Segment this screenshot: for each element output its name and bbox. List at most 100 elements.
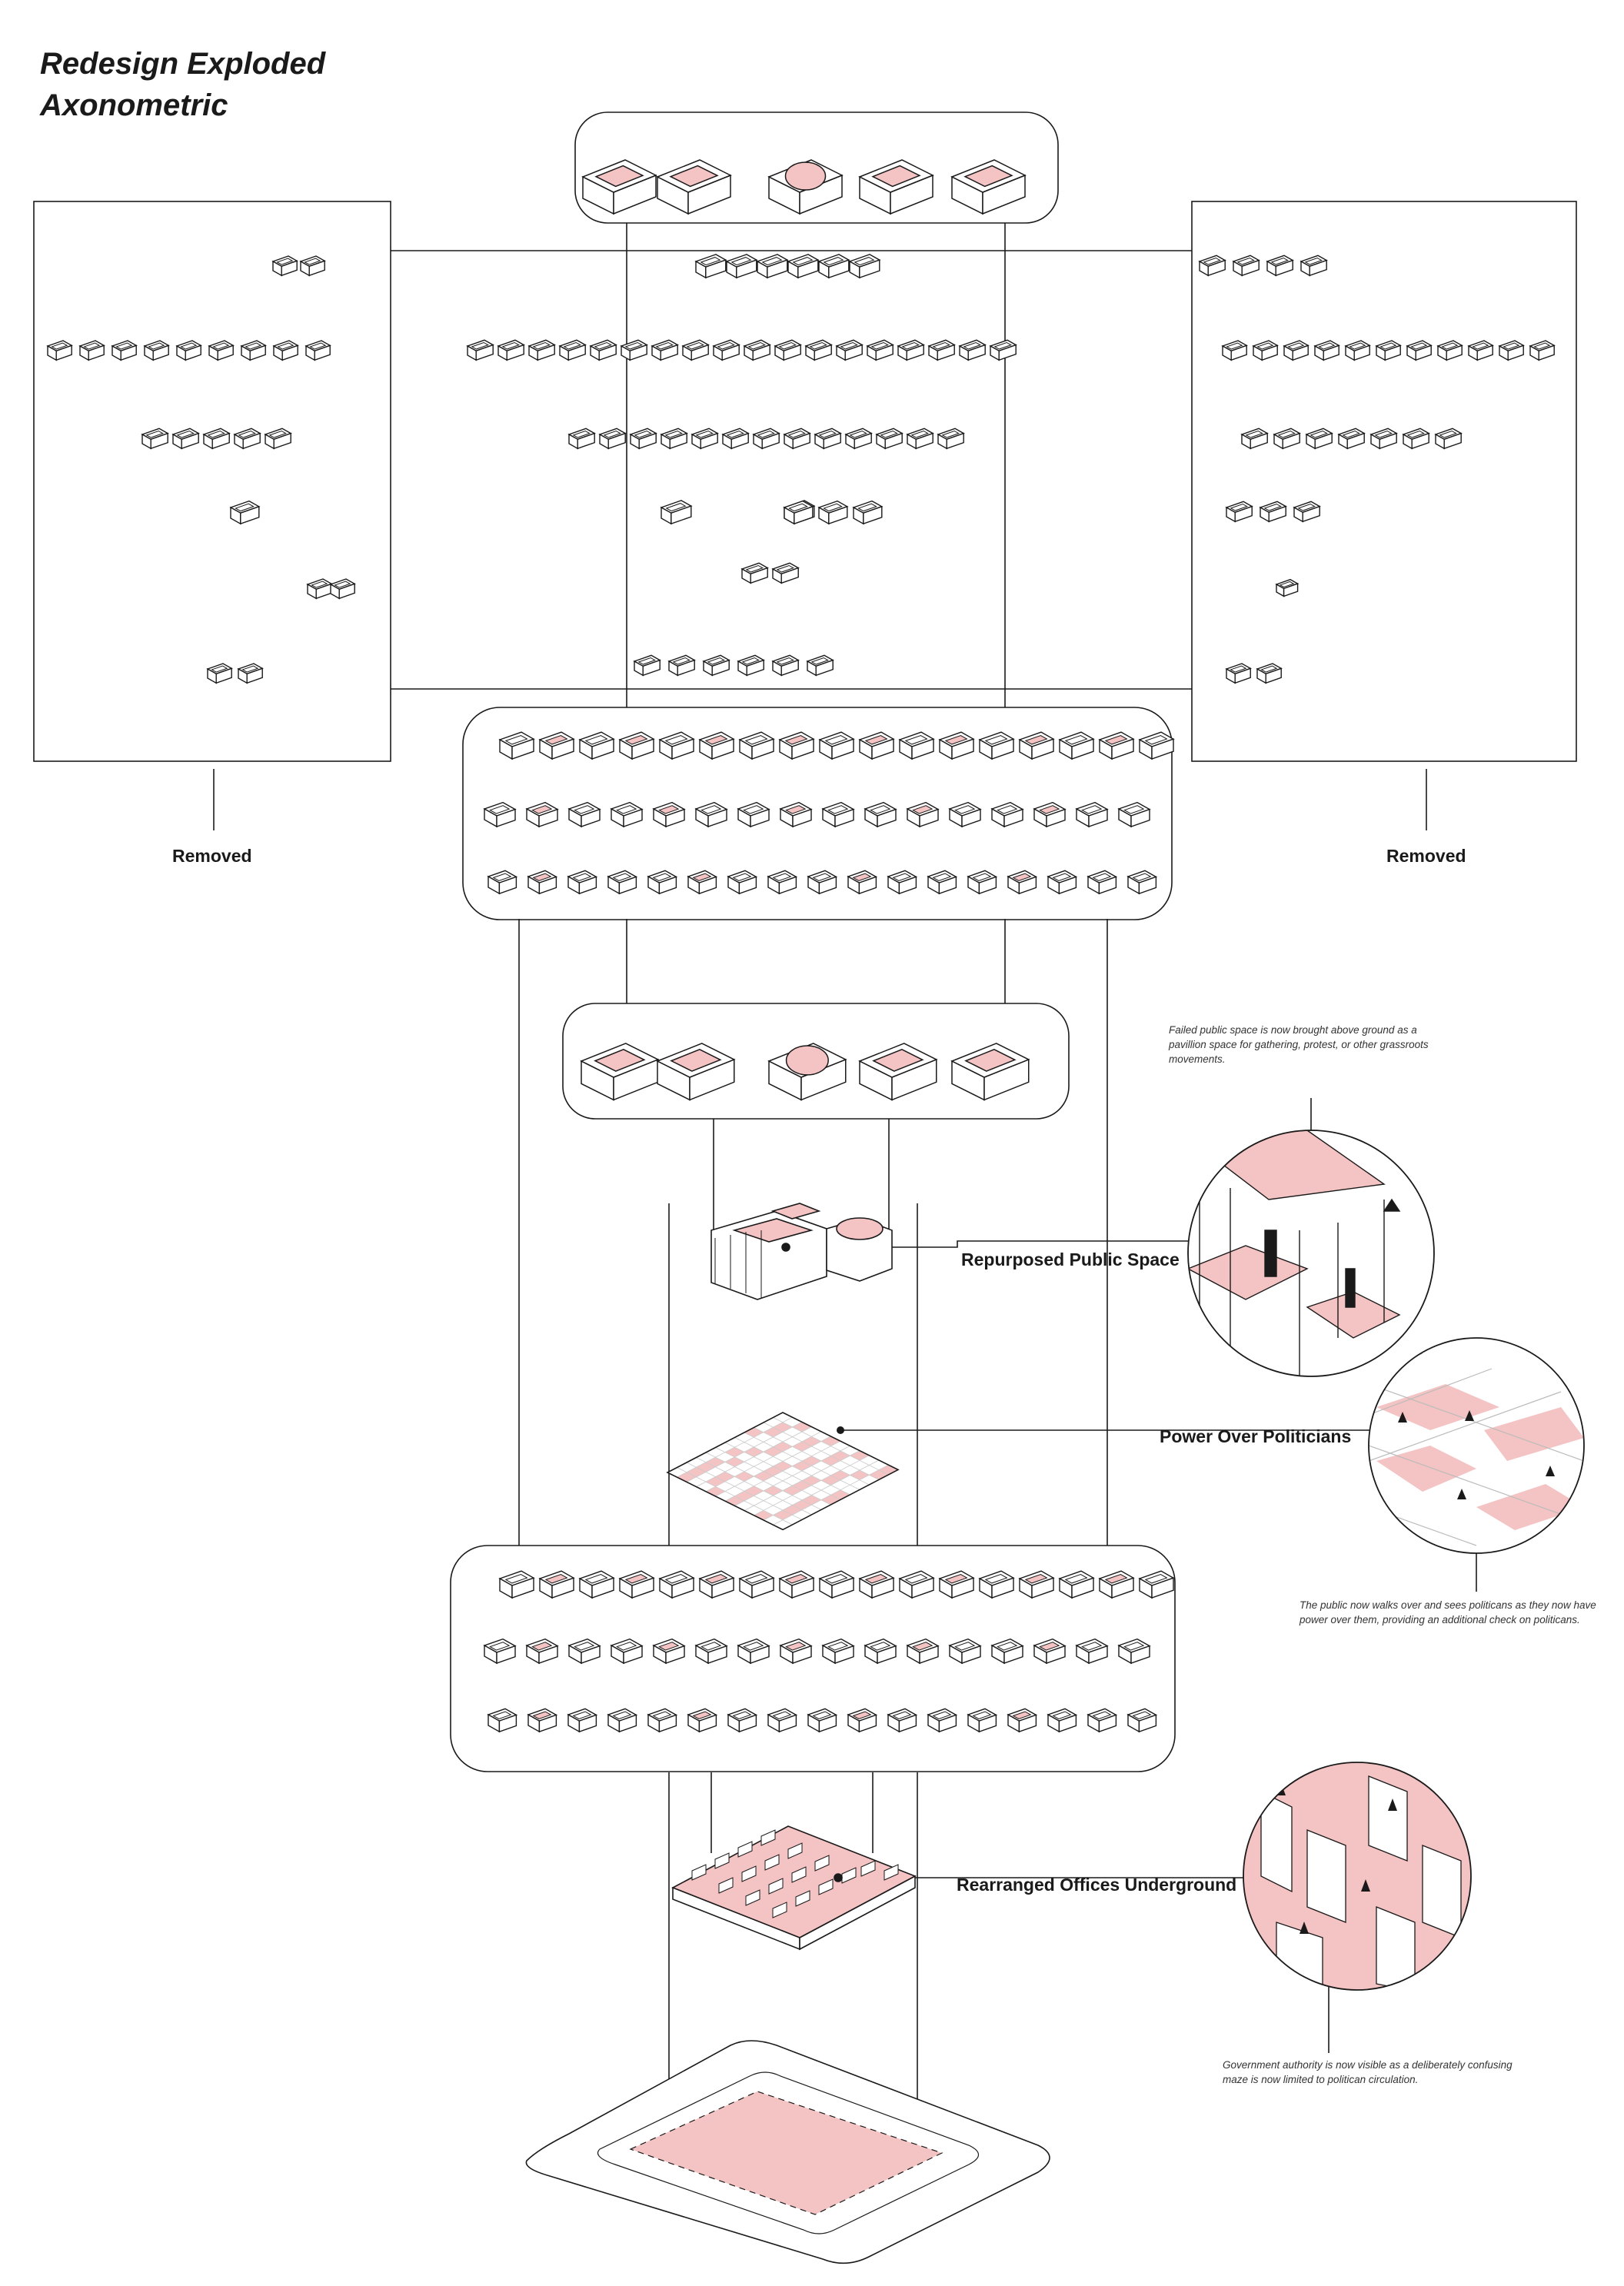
removed-block-right xyxy=(1256,663,1283,684)
callout-public-space xyxy=(1187,1130,1435,1377)
removed-block xyxy=(721,428,750,450)
office-block-upper xyxy=(858,731,895,760)
office-block-upper xyxy=(1033,801,1067,828)
pavilion-model xyxy=(767,1043,847,1101)
office-block-lower xyxy=(1087,1708,1118,1733)
office-block-upper xyxy=(1087,870,1118,895)
office-block-upper xyxy=(864,801,897,828)
removed-block xyxy=(852,500,884,525)
removed-block xyxy=(804,339,833,361)
removed-block-left xyxy=(111,340,138,361)
removed-block-left xyxy=(78,340,105,361)
removed-block-left xyxy=(46,340,73,361)
office-block-upper xyxy=(567,801,601,828)
removed-block-left xyxy=(306,578,333,600)
removed-block-right xyxy=(1232,255,1260,277)
title-line-2: Axonometric xyxy=(40,88,228,122)
office-block-upper xyxy=(847,870,878,895)
removed-block xyxy=(817,254,850,279)
office-block-upper xyxy=(652,801,686,828)
office-wall xyxy=(772,1902,787,1918)
removed-block-left xyxy=(233,428,261,450)
pavilion-model xyxy=(950,159,1027,215)
office-block-lower xyxy=(1138,1570,1175,1599)
office-block-lower xyxy=(767,1708,798,1733)
office-block-lower xyxy=(687,1708,718,1733)
removed-block xyxy=(651,339,679,361)
office-block-lower xyxy=(938,1570,975,1599)
office-block-upper xyxy=(1098,731,1135,760)
removed-block xyxy=(756,254,789,279)
office-block-lower xyxy=(990,1638,1024,1665)
office-block-upper xyxy=(647,870,678,895)
pavilion-group-mid xyxy=(580,1043,1030,1101)
office-block-upper xyxy=(618,731,655,760)
removed-block xyxy=(712,339,740,361)
office-block-upper xyxy=(1018,731,1055,760)
office-block-lower xyxy=(618,1570,655,1599)
removed-block-right xyxy=(1240,428,1269,450)
office-block-upper xyxy=(767,870,798,895)
office-block-upper xyxy=(578,731,615,760)
office-block-upper xyxy=(778,731,815,760)
office-block-lower xyxy=(1007,1708,1038,1733)
removed-block xyxy=(660,428,688,450)
removed-block-left xyxy=(299,255,326,277)
removed-block-right xyxy=(1434,428,1463,450)
removed-block xyxy=(633,654,661,677)
removed-block xyxy=(817,500,849,525)
page-title: Redesign Exploded Axonometric xyxy=(40,43,325,126)
office-block-lower xyxy=(610,1638,644,1665)
removed-block-right xyxy=(1313,340,1340,361)
office-block-lower xyxy=(1098,1570,1135,1599)
office-block-upper xyxy=(487,870,518,895)
office-block-upper xyxy=(1007,870,1038,895)
removed-block xyxy=(937,428,965,450)
office-block-upper xyxy=(538,731,575,760)
removed-block-right xyxy=(1283,340,1310,361)
office-block-lower xyxy=(1126,1708,1158,1733)
title-line-1: Redesign Exploded xyxy=(40,47,326,81)
removed-block-left xyxy=(171,428,200,450)
office-block-upper xyxy=(498,731,535,760)
office-block-upper xyxy=(887,870,918,895)
lower-blocks-frame xyxy=(450,1545,1176,1772)
office-block-upper xyxy=(687,870,718,895)
pavilion-model xyxy=(858,1043,938,1101)
removed-block-right xyxy=(1225,501,1253,523)
label-power-over-politicians: Power Over Politicians xyxy=(1160,1426,1352,1446)
removed-block xyxy=(875,428,904,450)
removed-block xyxy=(906,428,934,450)
removed-block xyxy=(737,654,765,677)
office-block-upper xyxy=(658,731,695,760)
office-wall xyxy=(814,1855,830,1872)
office-block-lower xyxy=(487,1708,518,1733)
removed-block xyxy=(725,254,758,279)
office-wall xyxy=(860,1860,876,1877)
removed-label-right: Removed xyxy=(1386,846,1466,866)
removed-block-left xyxy=(208,340,235,361)
office-block-upper xyxy=(1058,731,1095,760)
office-block-lower xyxy=(738,1570,775,1599)
removed-block-left xyxy=(229,500,261,525)
office-block-upper xyxy=(927,870,958,895)
office-block-lower xyxy=(578,1570,615,1599)
removed-block-right xyxy=(1198,255,1226,277)
callout-offices xyxy=(1243,1762,1472,1991)
removed-block-left xyxy=(141,428,169,450)
office-block-lower xyxy=(525,1638,559,1665)
removed-block xyxy=(806,654,834,677)
office-wall xyxy=(741,1865,757,1882)
removed-block xyxy=(848,254,881,279)
power-over-politicians-plaza xyxy=(666,1412,900,1531)
mid-pavilion-frame xyxy=(562,1003,1070,1120)
pavilion-model xyxy=(656,1043,736,1101)
callout-power xyxy=(1368,1337,1585,1554)
removed-block-right xyxy=(1305,428,1333,450)
office-block-upper xyxy=(1047,870,1078,895)
removed-block xyxy=(681,339,710,361)
removed-block-left xyxy=(272,340,299,361)
label-rearranged-offices: Rearranged Offices Underground xyxy=(957,1875,1237,1895)
removed-block-right xyxy=(1344,340,1371,361)
office-block-upper xyxy=(1126,870,1158,895)
